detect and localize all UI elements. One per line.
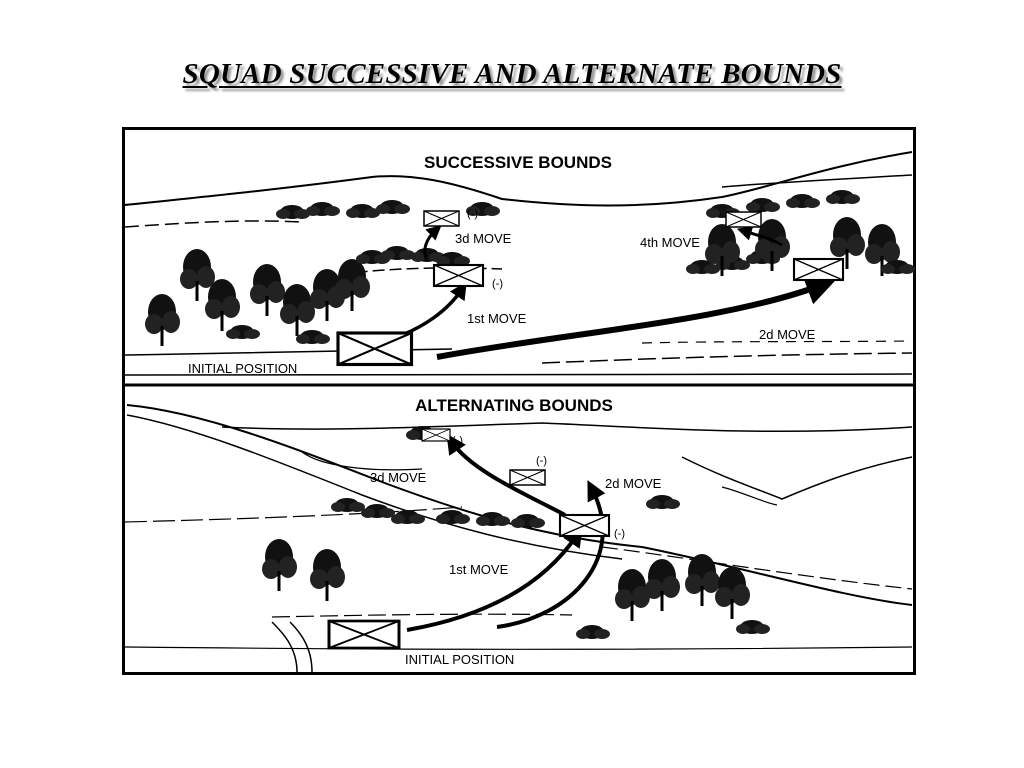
successive-element-symbol-2: (-) — [467, 208, 478, 220]
alternating-element-symbol-3: (-) — [452, 435, 463, 447]
initial-position-unit — [336, 331, 414, 367]
alternating-move-3-label: 3d MOVE — [370, 470, 427, 485]
unit-after-3d-move — [423, 210, 460, 227]
successive-move-4-label: 4th MOVE — [640, 235, 700, 250]
alternating-initial-position-label: INITIAL POSITION — [405, 652, 514, 667]
successive-initial-position-label: INITIAL POSITION — [188, 361, 297, 376]
bounds-diagram-svg: SUCCESSIVE BOUNDS INITIAL POSITION 1st M… — [122, 127, 916, 675]
successive-element-symbol-1: (-) — [492, 278, 503, 290]
move-3-arrow — [423, 224, 442, 261]
alt-initial-position-unit — [327, 619, 401, 650]
alt-unit-after-3d-move — [421, 428, 451, 442]
successive-move-1-label: 1st MOVE — [467, 311, 527, 326]
alt-unit-after-1st-move — [558, 513, 611, 538]
successive-move-3-label: 3d MOVE — [455, 231, 512, 246]
alternating-element-symbol-2: (-) — [536, 455, 547, 467]
alternating-move-2-label: 2d MOVE — [605, 476, 662, 491]
alternating-element-symbol-1: (-) — [614, 528, 625, 540]
alt-unit-after-2d-move — [509, 469, 546, 486]
move-2-arrow — [436, 276, 837, 360]
figure-frame — [122, 127, 916, 675]
unit-after-1st-move — [432, 263, 485, 288]
alternating-bounds-panel: ALTERNATING BOUNDS INITIAL POSITION 1st … — [124, 396, 913, 673]
alt-move-1-arrow — [406, 526, 583, 632]
alt-move-3-arrow — [446, 433, 566, 517]
unit-after-4th-move — [725, 211, 762, 228]
successive-move-2-label: 2d MOVE — [759, 327, 816, 342]
page-title: SQUAD SUCCESSIVE AND ALTERNATE BOUNDS — [182, 58, 842, 90]
unit-after-2d-move — [792, 257, 845, 282]
successive-bounds-panel: SUCCESSIVE BOUNDS INITIAL POSITION 1st M… — [124, 151, 915, 376]
alternating-move-1-label: 1st MOVE — [449, 562, 509, 577]
alternating-panel-title: ALTERNATING BOUNDS — [415, 396, 613, 415]
bounds-illustration: SUCCESSIVE BOUNDS INITIAL POSITION 1st M… — [122, 127, 916, 675]
move-4-arrow — [736, 226, 783, 247]
successive-panel-title: SUCCESSIVE BOUNDS — [424, 153, 612, 172]
